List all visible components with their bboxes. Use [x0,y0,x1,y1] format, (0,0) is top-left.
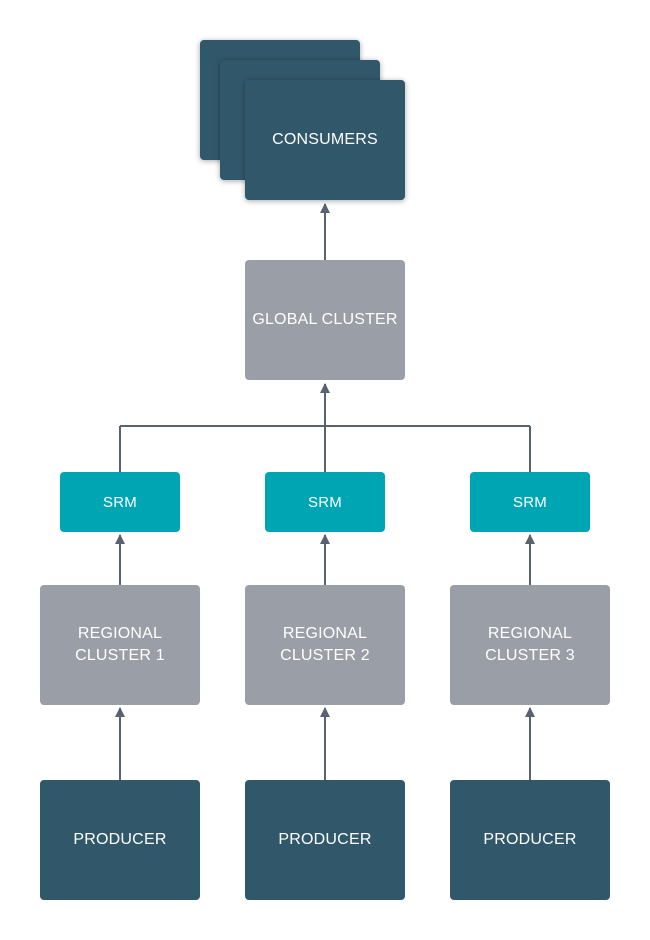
global-cluster-node: GLOBAL CLUSTER [245,260,405,380]
regional-cluster-label: REGIONAL CLUSTER 1 [75,624,165,664]
srm-label: SRM [103,493,137,511]
regional-cluster-node-3: REGIONAL CLUSTER 3 [450,585,610,705]
srm-label: SRM [308,493,342,511]
srm-node-3: SRM [470,472,590,532]
consumers-label: CONSUMERS [272,130,378,148]
srm-label: SRM [513,493,547,511]
global-cluster-label: GLOBAL CLUSTER [252,310,398,328]
srm-node-2: SRM [265,472,385,532]
consumers-node: CONSUMERS [245,80,405,200]
regional-cluster-node-1: REGIONAL CLUSTER 1 [40,585,200,705]
producer-label: PRODUCER [483,830,577,848]
producer-label: PRODUCER [73,830,167,848]
regional-cluster-label: REGIONAL CLUSTER 2 [280,624,370,664]
producer-node-2: PRODUCER [245,780,405,900]
regional-cluster-node-2: REGIONAL CLUSTER 2 [245,585,405,705]
producer-node-3: PRODUCER [450,780,610,900]
producer-label: PRODUCER [278,830,372,848]
producer-node-1: PRODUCER [40,780,200,900]
regional-cluster-label: REGIONAL CLUSTER 3 [485,624,575,664]
srm-node-1: SRM [60,472,180,532]
